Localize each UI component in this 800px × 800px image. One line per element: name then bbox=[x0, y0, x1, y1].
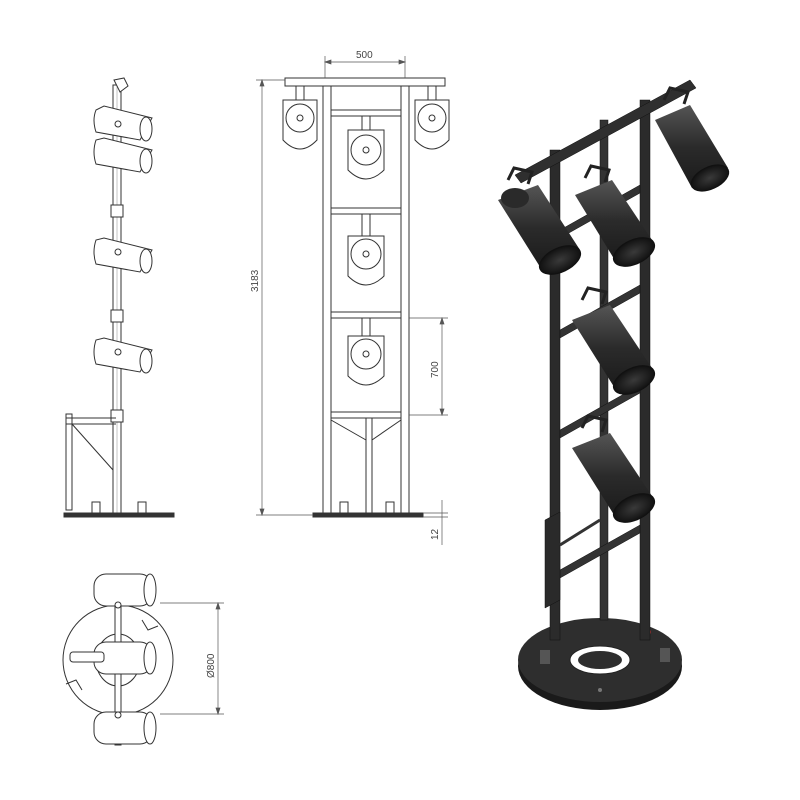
front-lamp bbox=[347, 213, 385, 286]
front-lamp bbox=[347, 317, 385, 386]
iso-lamp bbox=[575, 164, 656, 267]
side-lamp bbox=[93, 337, 153, 374]
front-lamp bbox=[414, 85, 450, 150]
dim-width-label: 500 bbox=[356, 50, 373, 61]
front-lamp bbox=[282, 85, 318, 150]
isometric-view bbox=[498, 79, 730, 710]
iso-left-upright bbox=[549, 149, 561, 641]
iso-lamp bbox=[655, 86, 730, 192]
front-lamp bbox=[347, 115, 385, 180]
side-view bbox=[63, 77, 175, 518]
top-view bbox=[62, 573, 174, 746]
top-hook bbox=[65, 679, 83, 691]
side-lamp bbox=[93, 237, 153, 274]
dimension-lines bbox=[160, 56, 448, 716]
front-base-plate bbox=[312, 512, 424, 518]
side-joint bbox=[110, 409, 124, 423]
dim-base-thickness-label: 12 bbox=[430, 528, 441, 540]
top-handle bbox=[69, 651, 105, 663]
top-hook bbox=[141, 619, 159, 631]
top-lamp bbox=[93, 641, 157, 675]
iso-lamp bbox=[572, 286, 656, 395]
iso-lamp bbox=[498, 166, 582, 275]
iso-top-crossbar bbox=[514, 79, 697, 184]
front-top-crossbar bbox=[284, 77, 446, 87]
dim-diameter-label: Ø800 bbox=[206, 653, 217, 678]
side-lamp bbox=[93, 105, 153, 142]
side-lamp bbox=[93, 137, 153, 174]
side-joint bbox=[110, 309, 124, 323]
front-left-upright bbox=[322, 85, 332, 514]
side-joint bbox=[110, 204, 124, 218]
front-view bbox=[282, 77, 450, 518]
dim-section-label: 700 bbox=[430, 361, 441, 378]
side-top-clamp bbox=[113, 77, 129, 93]
side-base-plate bbox=[63, 512, 175, 518]
top-lamp bbox=[93, 711, 157, 745]
side-rear-leg bbox=[65, 413, 73, 511]
iso-lamp bbox=[572, 414, 656, 523]
dim-height-label: 3183 bbox=[250, 269, 261, 292]
front-right-upright bbox=[400, 85, 410, 514]
top-lamp bbox=[93, 573, 157, 607]
